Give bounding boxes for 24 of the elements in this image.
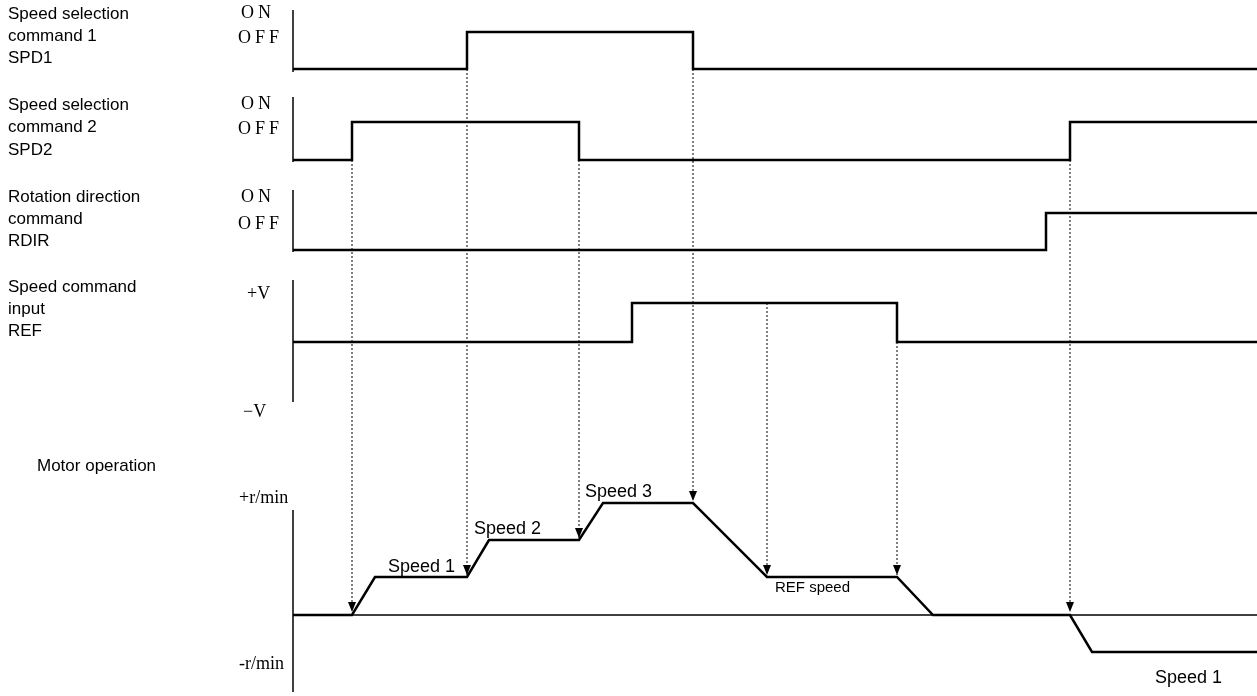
level-label: +V <box>247 283 271 303</box>
signal-code: Motor operation <box>37 455 157 477</box>
state-label: OFF <box>238 27 284 47</box>
speed-label: Speed 2 <box>474 518 542 538</box>
speed-label: Speed 3 <box>585 481 653 501</box>
signal-name: Speed command input <box>8 276 138 320</box>
state-label: ON <box>241 186 275 206</box>
level-label: +r/min <box>239 487 289 507</box>
signal-code: REF <box>8 320 42 342</box>
level-label: −V <box>243 401 267 421</box>
speed-label: Speed 1 <box>1155 667 1223 687</box>
signal-name: Speed selection command 1 <box>8 3 130 47</box>
speed-label: REF speed <box>775 578 851 596</box>
level-label: -r/min <box>239 653 284 673</box>
signal-code: RDIR <box>8 230 50 252</box>
state-label: ON <box>241 93 275 113</box>
state-label: ON <box>241 2 275 22</box>
state-label: OFF <box>238 118 284 138</box>
state-label: OFF <box>238 213 284 233</box>
speed-label: Speed 1 <box>388 556 456 576</box>
signal-code: SPD1 <box>8 47 53 69</box>
signal-code: SPD2 <box>8 139 53 161</box>
signal-name: Speed selection command 2 <box>8 94 130 138</box>
signal-name: Rotation direction command <box>8 186 142 230</box>
